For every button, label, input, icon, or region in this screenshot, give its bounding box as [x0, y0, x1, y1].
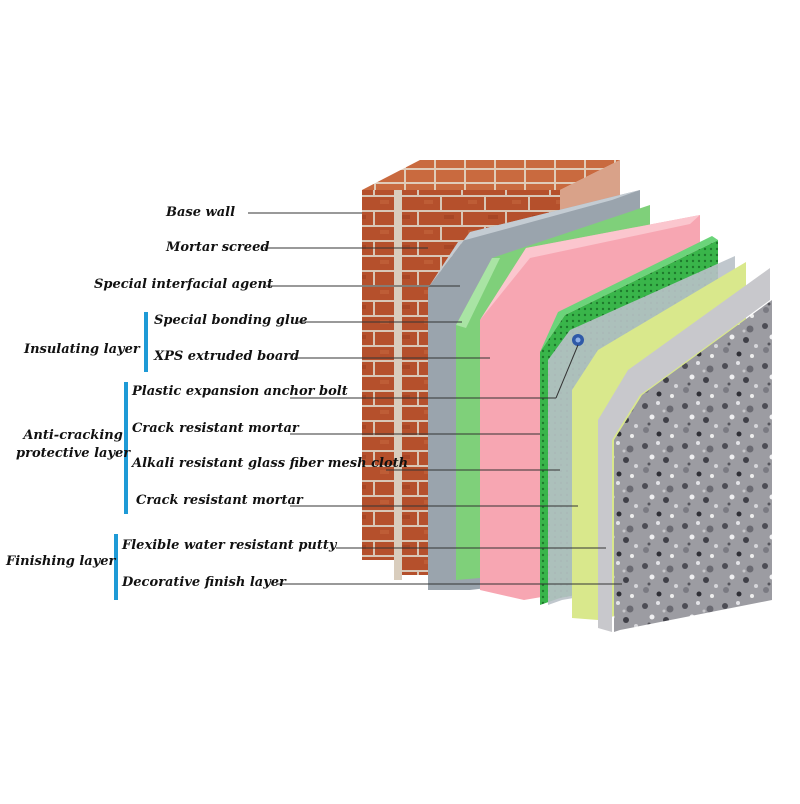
label-decorative-finish-layer: Decorative finish layer [122, 575, 286, 590]
brick-wall-top [362, 160, 620, 190]
interfacial-agent-edge [456, 258, 500, 328]
group-anti-cracking: Anti-cracking protective layer [16, 427, 130, 463]
finishing-bracket [114, 534, 118, 600]
label-special-interfacial-agent: Special interfacial agent [94, 277, 274, 292]
group-anti-cracking-line1: Anti-cracking [23, 428, 123, 443]
label-special-bonding-glue: Special bonding glue [154, 313, 308, 328]
xps-board-top [480, 215, 700, 320]
group-insulating-layer: Insulating layer [24, 342, 140, 357]
label-xps-extruded-board: XPS extruded board [154, 349, 300, 364]
brick-mortar-joint [394, 190, 402, 580]
mesh-top [540, 236, 718, 352]
group-anti-cracking-line2: protective layer [16, 446, 131, 461]
finish-edge [598, 268, 770, 632]
label-crack-resistant-mortar-1: Crack resistant mortar [132, 421, 299, 436]
label-crack-resistant-mortar-2: Crack resistant mortar [136, 493, 303, 508]
label-alkali-resistant-mesh: Alkali resistant glass fiber mesh cloth [132, 456, 409, 471]
group-finishing-layer: Finishing layer [6, 554, 116, 569]
insulating-bracket [144, 312, 148, 372]
label-plastic-expansion-anchor-bolt: Plastic expansion anchor bolt [132, 384, 348, 399]
label-mortar-screed: Mortar screed [166, 240, 270, 255]
granite-finish-layer [614, 300, 772, 632]
label-base-wall: Base wall [166, 205, 236, 220]
leader-lines [248, 212, 622, 585]
anti-cracking-bracket [124, 382, 128, 514]
label-flexible-water-resistant-putty: Flexible water resistant putty [122, 538, 337, 553]
